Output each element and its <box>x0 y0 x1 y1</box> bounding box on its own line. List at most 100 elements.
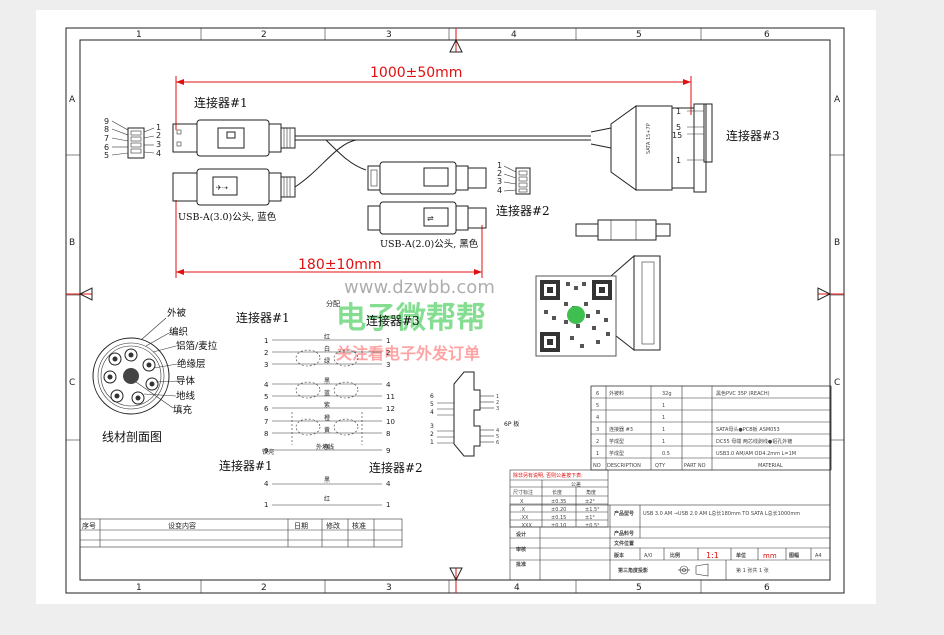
wiring-left-pin: 3 <box>264 361 268 369</box>
wiring-bottom-left-pin-1: 1 <box>264 501 268 509</box>
pcb-left-pin: 6 <box>430 393 434 400</box>
bom-row-material: DC55 母端 两芯线剥线●铝孔外镀 <box>716 438 792 445</box>
connector-1-usb20-plug: ✈⇢ <box>172 168 296 206</box>
bom-row-desc: 芋成型 <box>609 438 624 445</box>
wiring-left-pin: 6 <box>264 405 269 413</box>
bom-header: PART NO <box>684 463 706 469</box>
c1-pin-4: 4 <box>156 149 161 158</box>
c1-pin-1: 1 <box>156 123 161 132</box>
rev-header-date: 日期 <box>294 522 308 530</box>
scale-value: 1:1 <box>706 551 719 560</box>
xs-label-braid: 编织 <box>169 326 188 338</box>
zone-top-3: 3 <box>386 30 392 40</box>
pcb-left-pin: 4 <box>430 409 434 416</box>
projection-label: 第三角度投影 <box>618 567 648 574</box>
bom-row-material: 黑色PVC 35P (REACH) <box>716 390 770 397</box>
bom-row-no: 2 <box>596 439 599 445</box>
tolerance-header: 角度 <box>586 489 596 496</box>
watermark-brand: 电子微帮帮 <box>336 301 486 336</box>
tolerance-dim: .XXX <box>520 523 532 529</box>
c1-pin-2: 2 <box>156 131 161 140</box>
watermark-slogan: 关注看电子外发订单 <box>336 344 480 363</box>
pcb-board <box>437 371 494 457</box>
connector-3-sata: SATA 15+7P <box>610 103 707 193</box>
approve-label: 批准 <box>516 561 526 568</box>
tolerance-length: ±0.10 <box>551 523 566 529</box>
check-label: 审核 <box>516 546 526 553</box>
product-model-label: 产品型号 <box>614 510 634 517</box>
bom-row-no: 4 <box>596 415 599 421</box>
sheet-count: 第 1 张共 1 张 <box>736 567 769 574</box>
bom-row-no: 6 <box>596 391 599 397</box>
pcb-left-pin: 1 <box>430 439 434 446</box>
c2-pin-1: 1 <box>497 161 502 170</box>
zone-bottom-2: 2 <box>261 583 267 593</box>
tolerance-length: ±0.15 <box>551 515 566 521</box>
usb20-caption: USB-A(2.0)公头, 黑色 <box>380 238 479 250</box>
pcb-left-pin: 3 <box>430 423 434 430</box>
tolerance-angle: ±1° <box>585 515 595 521</box>
revision-table <box>79 518 403 548</box>
c1-pin-9: 9 <box>104 117 109 126</box>
zone-right-b: B <box>834 238 840 248</box>
xs-label-drain: 地线 <box>176 390 196 402</box>
tolerance-length: ±0.20 <box>551 507 566 513</box>
wiring-left-pin: 4 <box>264 381 269 389</box>
bom-row-material: USB3.0 AM/AM OD4.2mm L=1M <box>716 451 796 457</box>
version-value: A/0 <box>644 553 652 559</box>
rev-header-content: 设变内容 <box>168 521 196 530</box>
watermark-url: www.dzwbb.com <box>344 277 495 298</box>
zone-top-2: 2 <box>261 30 267 40</box>
sheet-size-label: 图幅 <box>789 552 799 559</box>
usb30-caption: USB-A(3.0)公头, 蓝色 <box>178 211 277 223</box>
zone-left-a: A <box>69 95 76 105</box>
wiring-bottom-right-pin-1: 1 <box>386 501 390 509</box>
dimension-branch-label: 180±10mm <box>298 257 382 273</box>
wiring-color-label: 紫 <box>324 401 330 409</box>
connector-2-usb20-bottom: ⇌ <box>367 201 487 235</box>
connector-3-side-view <box>575 219 671 241</box>
version-label: 版本 <box>614 552 625 559</box>
unit-label: 单位 <box>736 552 746 559</box>
c1-pin-3: 3 <box>156 140 161 149</box>
connector-3-bottom-view <box>610 254 661 352</box>
wechat-icon <box>567 306 585 324</box>
wiring-right-pin: 2 <box>386 349 390 357</box>
tolerance-header: 尺寸标注 <box>513 489 533 496</box>
tolerance-length: ±0.35 <box>551 499 566 505</box>
c3-pin-1: 1 <box>676 107 681 116</box>
tolerance-title: 公差 <box>571 481 581 488</box>
bom-row-qty: 32g <box>662 391 672 397</box>
tolerance-angle: ±1.5° <box>585 507 600 513</box>
xs-label-jacket: 外被 <box>167 307 187 319</box>
c1-pin-6: 6 <box>104 143 109 152</box>
unit-value: mm <box>763 552 777 560</box>
product-model: USB 3.0 AM →USB 2.0 AM L总长180mm TO SATA … <box>643 510 800 517</box>
drawing-sheet: 1 2 3 4 5 6 1 2 3 4 5 6 A B C A B C 1000… <box>36 10 876 604</box>
zone-bottom-1: 1 <box>136 583 142 593</box>
tolerance-angle: ±0.5° <box>585 523 600 529</box>
bom-row-qty: 0.5 <box>662 451 670 457</box>
wiring-c1-bottom-title: 连接器#1 <box>219 458 273 473</box>
connector-1-title: 连接器#1 <box>194 95 248 110</box>
wiring-right-pin: 12 <box>386 405 395 413</box>
bom-row-no: 5 <box>596 403 599 409</box>
zone-left-c: C <box>69 378 75 388</box>
zone-top-1: 1 <box>136 30 142 40</box>
wiring-left-pin: 2 <box>264 349 268 357</box>
inner-frame <box>79 39 831 581</box>
wiring-c1-title: 连接器#1 <box>236 310 290 325</box>
wiring-color-label: 灰 <box>324 443 330 451</box>
bom-header: DESCRIPTION <box>607 463 641 469</box>
wiring-lines <box>272 339 382 451</box>
zone-bottom-6: 6 <box>764 583 770 593</box>
wiring-left-pin: 5 <box>264 393 268 401</box>
wiring-heading: 分配 <box>326 299 340 308</box>
watermark: www.dzwbb.com 电子微帮帮 关注看电子外发订单 <box>336 275 617 363</box>
wiring-right-pin: 1 <box>386 337 390 345</box>
wiring-color-label: 橙 <box>324 414 330 422</box>
